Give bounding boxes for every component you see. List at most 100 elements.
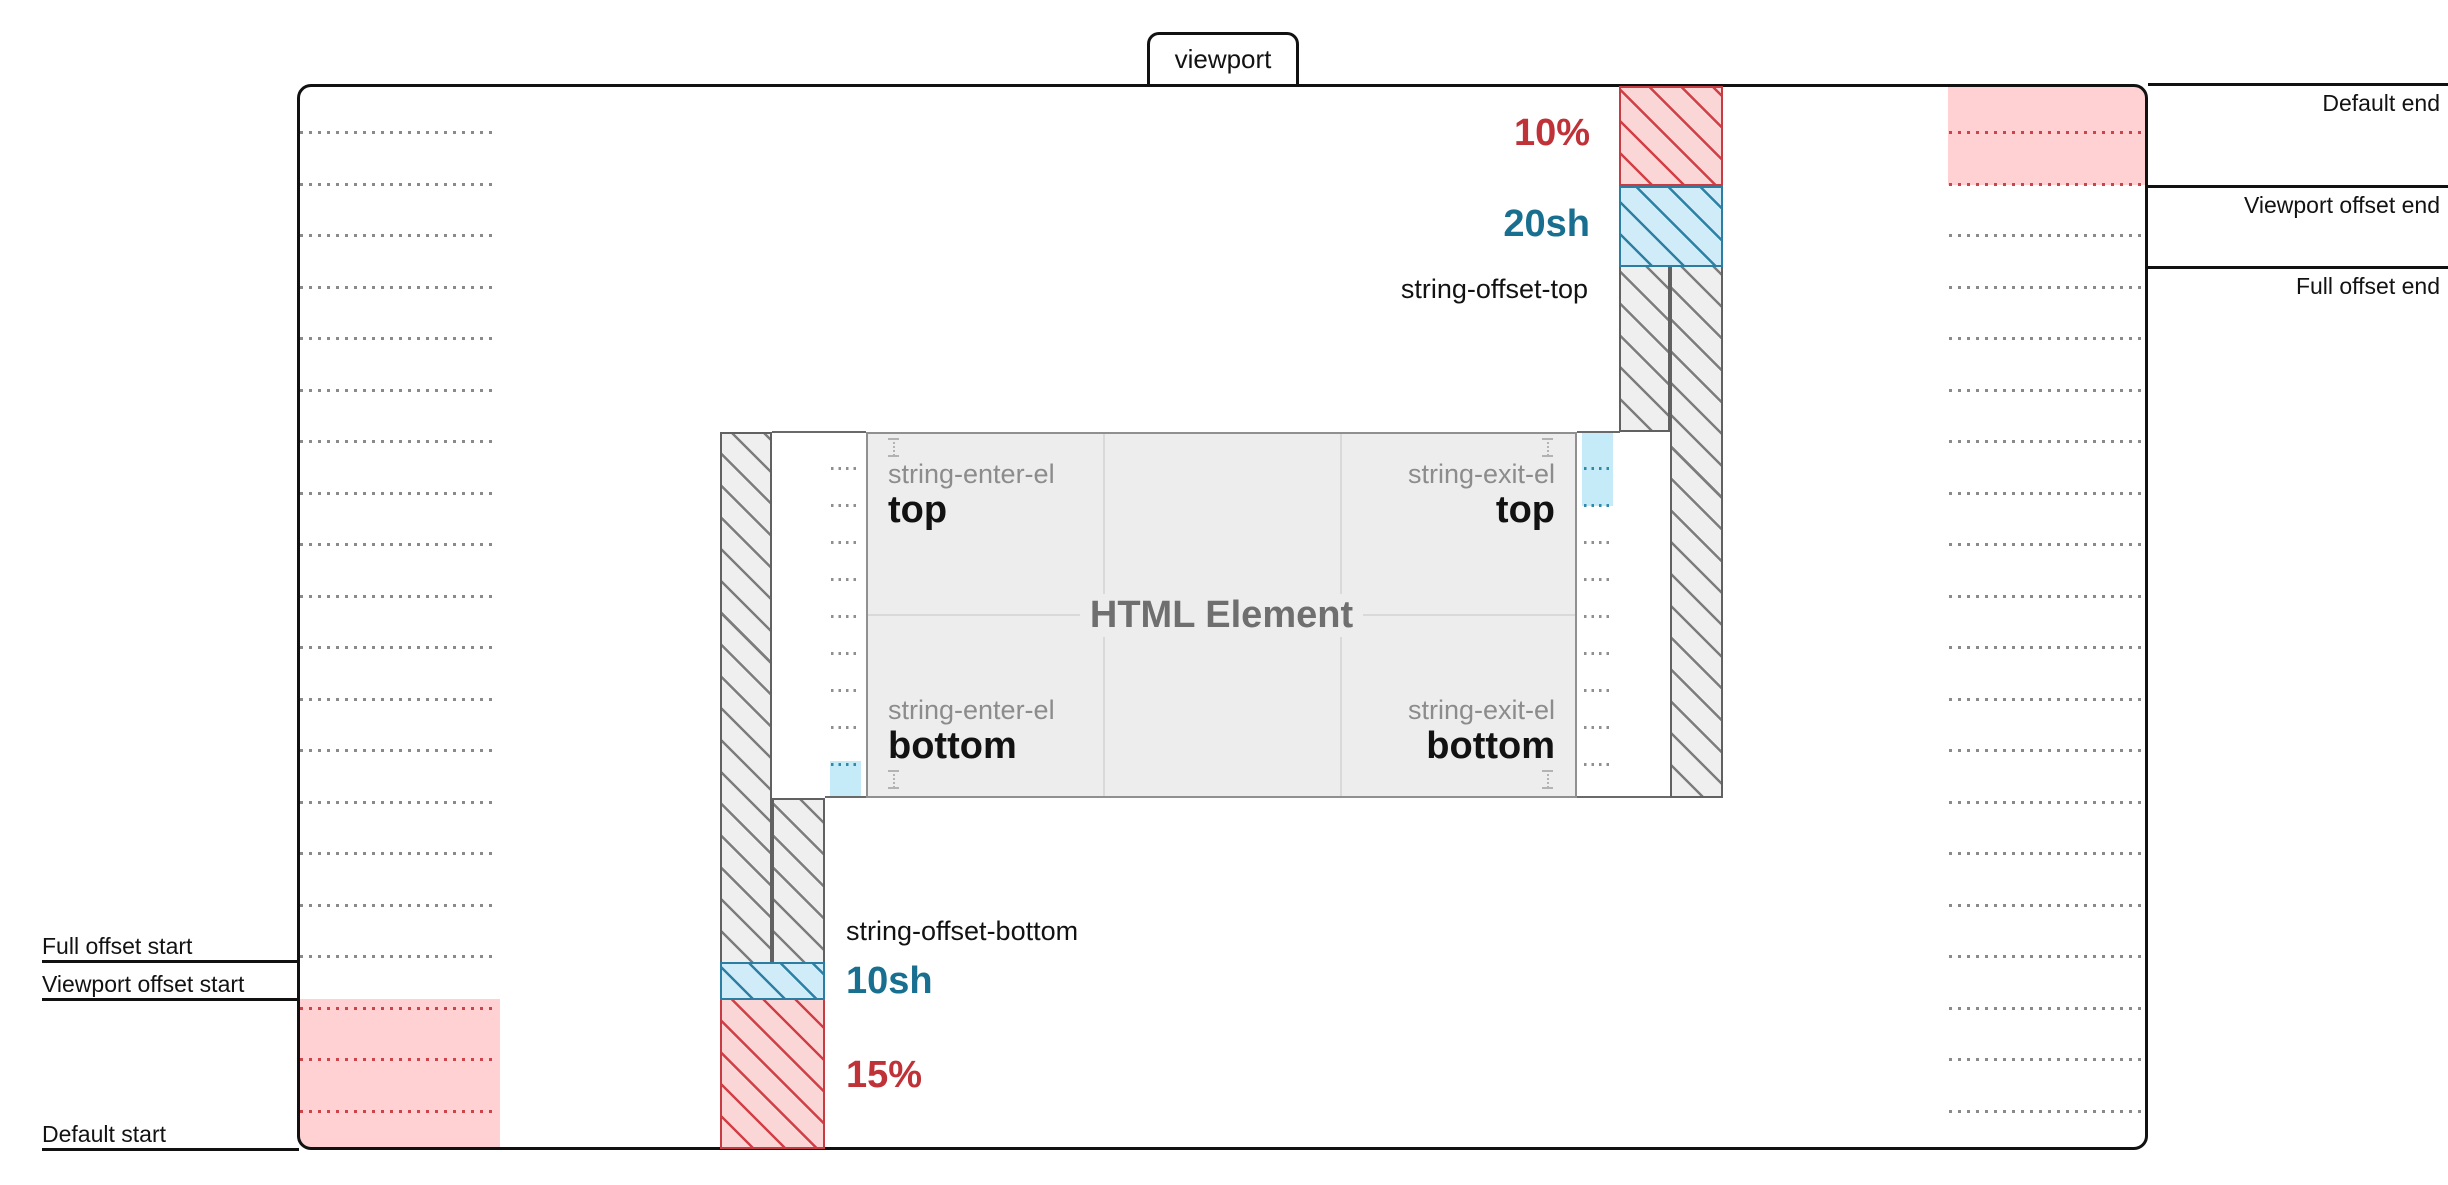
- quadrant-exit-top: string-exit-el top: [1408, 460, 1555, 530]
- dotted-guide-row: [300, 183, 498, 186]
- dotted-guide-row: [1949, 389, 2146, 392]
- viewport-frame: [297, 84, 2148, 1150]
- dotted-guide-row: [300, 955, 498, 958]
- default-start-label: Default start: [42, 1121, 166, 1147]
- dotted-guide-row: [831, 578, 861, 581]
- dotted-guide-row: [1584, 467, 1614, 470]
- top-sh-offset-band: [1619, 186, 1723, 267]
- dotted-guide-row: [831, 726, 861, 729]
- dotted-guide-row: [1949, 698, 2146, 701]
- enter-top-edge: top: [888, 489, 948, 531]
- dotted-guide-row: [300, 1007, 498, 1010]
- dotted-guide-row: [1584, 541, 1614, 544]
- dotted-guide-row: [1949, 749, 2146, 752]
- dotted-guide-row: [300, 440, 498, 443]
- exit-top-name: string-exit-el: [1407, 459, 1555, 489]
- dotted-guide-row: [1949, 1007, 2146, 1010]
- bottom-percent-offset-band: [720, 1000, 825, 1149]
- dotted-guide-row: [300, 1110, 498, 1113]
- dotted-guide-row: [1584, 726, 1614, 729]
- enter-top-ibeam-icon: [888, 438, 899, 457]
- dotted-guide-row: [1584, 652, 1614, 655]
- dotted-guide-row: [1584, 615, 1614, 618]
- full-offset-start-label: Full offset start: [42, 933, 193, 959]
- dotted-guide-row: [300, 801, 498, 804]
- dotted-guide-row: [1584, 763, 1614, 766]
- viewport-offset-start-line: [42, 998, 299, 1001]
- top-percent-label: 10%: [1513, 112, 1590, 154]
- enter-top-name: string-enter-el: [888, 459, 1055, 489]
- bottom-offset-caption: string-offset-bottom: [846, 916, 1079, 946]
- bottom-percent-label: 15%: [846, 1054, 923, 1096]
- element-title: HTML Element: [1079, 594, 1364, 637]
- dotted-guide-row: [300, 749, 498, 752]
- dotted-guide-row: [1949, 543, 2146, 546]
- dotted-guide-row: [300, 543, 498, 546]
- exit-range-band-outer: [1670, 267, 1723, 798]
- dotted-guide-row: [300, 904, 498, 907]
- exit-top-edge: top: [1495, 489, 1555, 531]
- dotted-guide-row: [1949, 1058, 2146, 1061]
- element-top-connector-right: [1577, 431, 1620, 433]
- default-end-label: Default end: [2322, 90, 2440, 116]
- dotted-guide-row: [300, 286, 498, 289]
- exit-bottom-name: string-exit-el: [1407, 695, 1555, 725]
- dotted-guide-row: [1949, 286, 2146, 289]
- dotted-guide-row: [1584, 689, 1614, 692]
- element-top-connector-left: [772, 431, 866, 433]
- dotted-guide-row: [300, 389, 498, 392]
- dotted-guide-row: [300, 595, 498, 598]
- dotted-guide-row: [300, 1058, 498, 1061]
- viewport-offset-start-label: Viewport offset start: [42, 971, 245, 997]
- default-start-range-fill: [299, 999, 500, 1149]
- dotted-guide-row: [1949, 183, 2146, 186]
- dotted-guide-row: [1949, 440, 2146, 443]
- dotted-guide-row: [1949, 646, 2146, 649]
- dotted-guide-row: [1949, 492, 2146, 495]
- dotted-guide-row: [1949, 1110, 2146, 1113]
- dotted-guide-row: [831, 467, 861, 470]
- dotted-guide-row: [1949, 904, 2146, 907]
- enter-bottom-name: string-enter-el: [888, 695, 1055, 725]
- dotted-guide-row: [1584, 504, 1614, 507]
- dotted-guide-row: [300, 492, 498, 495]
- dotted-guide-row: [1584, 578, 1614, 581]
- element-bottom-connector-left: [825, 796, 866, 798]
- dotted-guide-row: [1949, 337, 2146, 340]
- dotted-guide-row: [300, 234, 498, 237]
- quadrant-enter-bottom: string-enter-el bottom: [888, 696, 1055, 766]
- enter-bottom-ibeam-icon: [888, 770, 899, 789]
- dotted-guide-row: [831, 615, 861, 618]
- viewport-tab: viewport: [1147, 32, 1299, 84]
- dotted-guide-row: [1949, 234, 2146, 237]
- dotted-guide-row: [1949, 801, 2146, 804]
- viewport-tab-label: viewport: [1174, 44, 1272, 74]
- viewport-offset-end-label: Viewport offset end: [2243, 192, 2440, 218]
- dotted-guide-row: [831, 504, 861, 507]
- full-offset-start-line: [42, 960, 299, 963]
- bottom-sh-highlight: [830, 761, 861, 798]
- bottom-sh-label: 10sh: [846, 960, 933, 1002]
- top-sh-label: 20sh: [1503, 203, 1590, 245]
- exit-top-ibeam-icon: [1542, 438, 1553, 457]
- dotted-guide-row: [831, 541, 861, 544]
- exit-bottom-edge: bottom: [1426, 725, 1555, 767]
- default-end-line: [2148, 83, 2448, 86]
- top-sh-highlight: [1582, 433, 1613, 506]
- dotted-guide-row: [300, 337, 498, 340]
- full-offset-end-line: [2148, 266, 2448, 269]
- default-end-range-fill: [1948, 86, 2147, 185]
- quadrant-enter-top: string-enter-el top: [888, 460, 1055, 530]
- bottom-sh-offset-band: [720, 962, 825, 1000]
- default-start-line: [42, 1148, 299, 1151]
- exit-bottom-ibeam-icon: [1542, 770, 1553, 789]
- enter-range-band-outer: [720, 432, 772, 962]
- quadrant-exit-bottom: string-exit-el bottom: [1408, 696, 1555, 766]
- full-offset-end-label: Full offset end: [2295, 273, 2440, 299]
- dotted-guide-row: [300, 698, 498, 701]
- enter-bottom-edge: bottom: [888, 725, 1017, 767]
- dotted-guide-row: [831, 689, 861, 692]
- viewport-offset-end-line: [2148, 185, 2448, 188]
- dotted-guide-row: [1949, 955, 2146, 958]
